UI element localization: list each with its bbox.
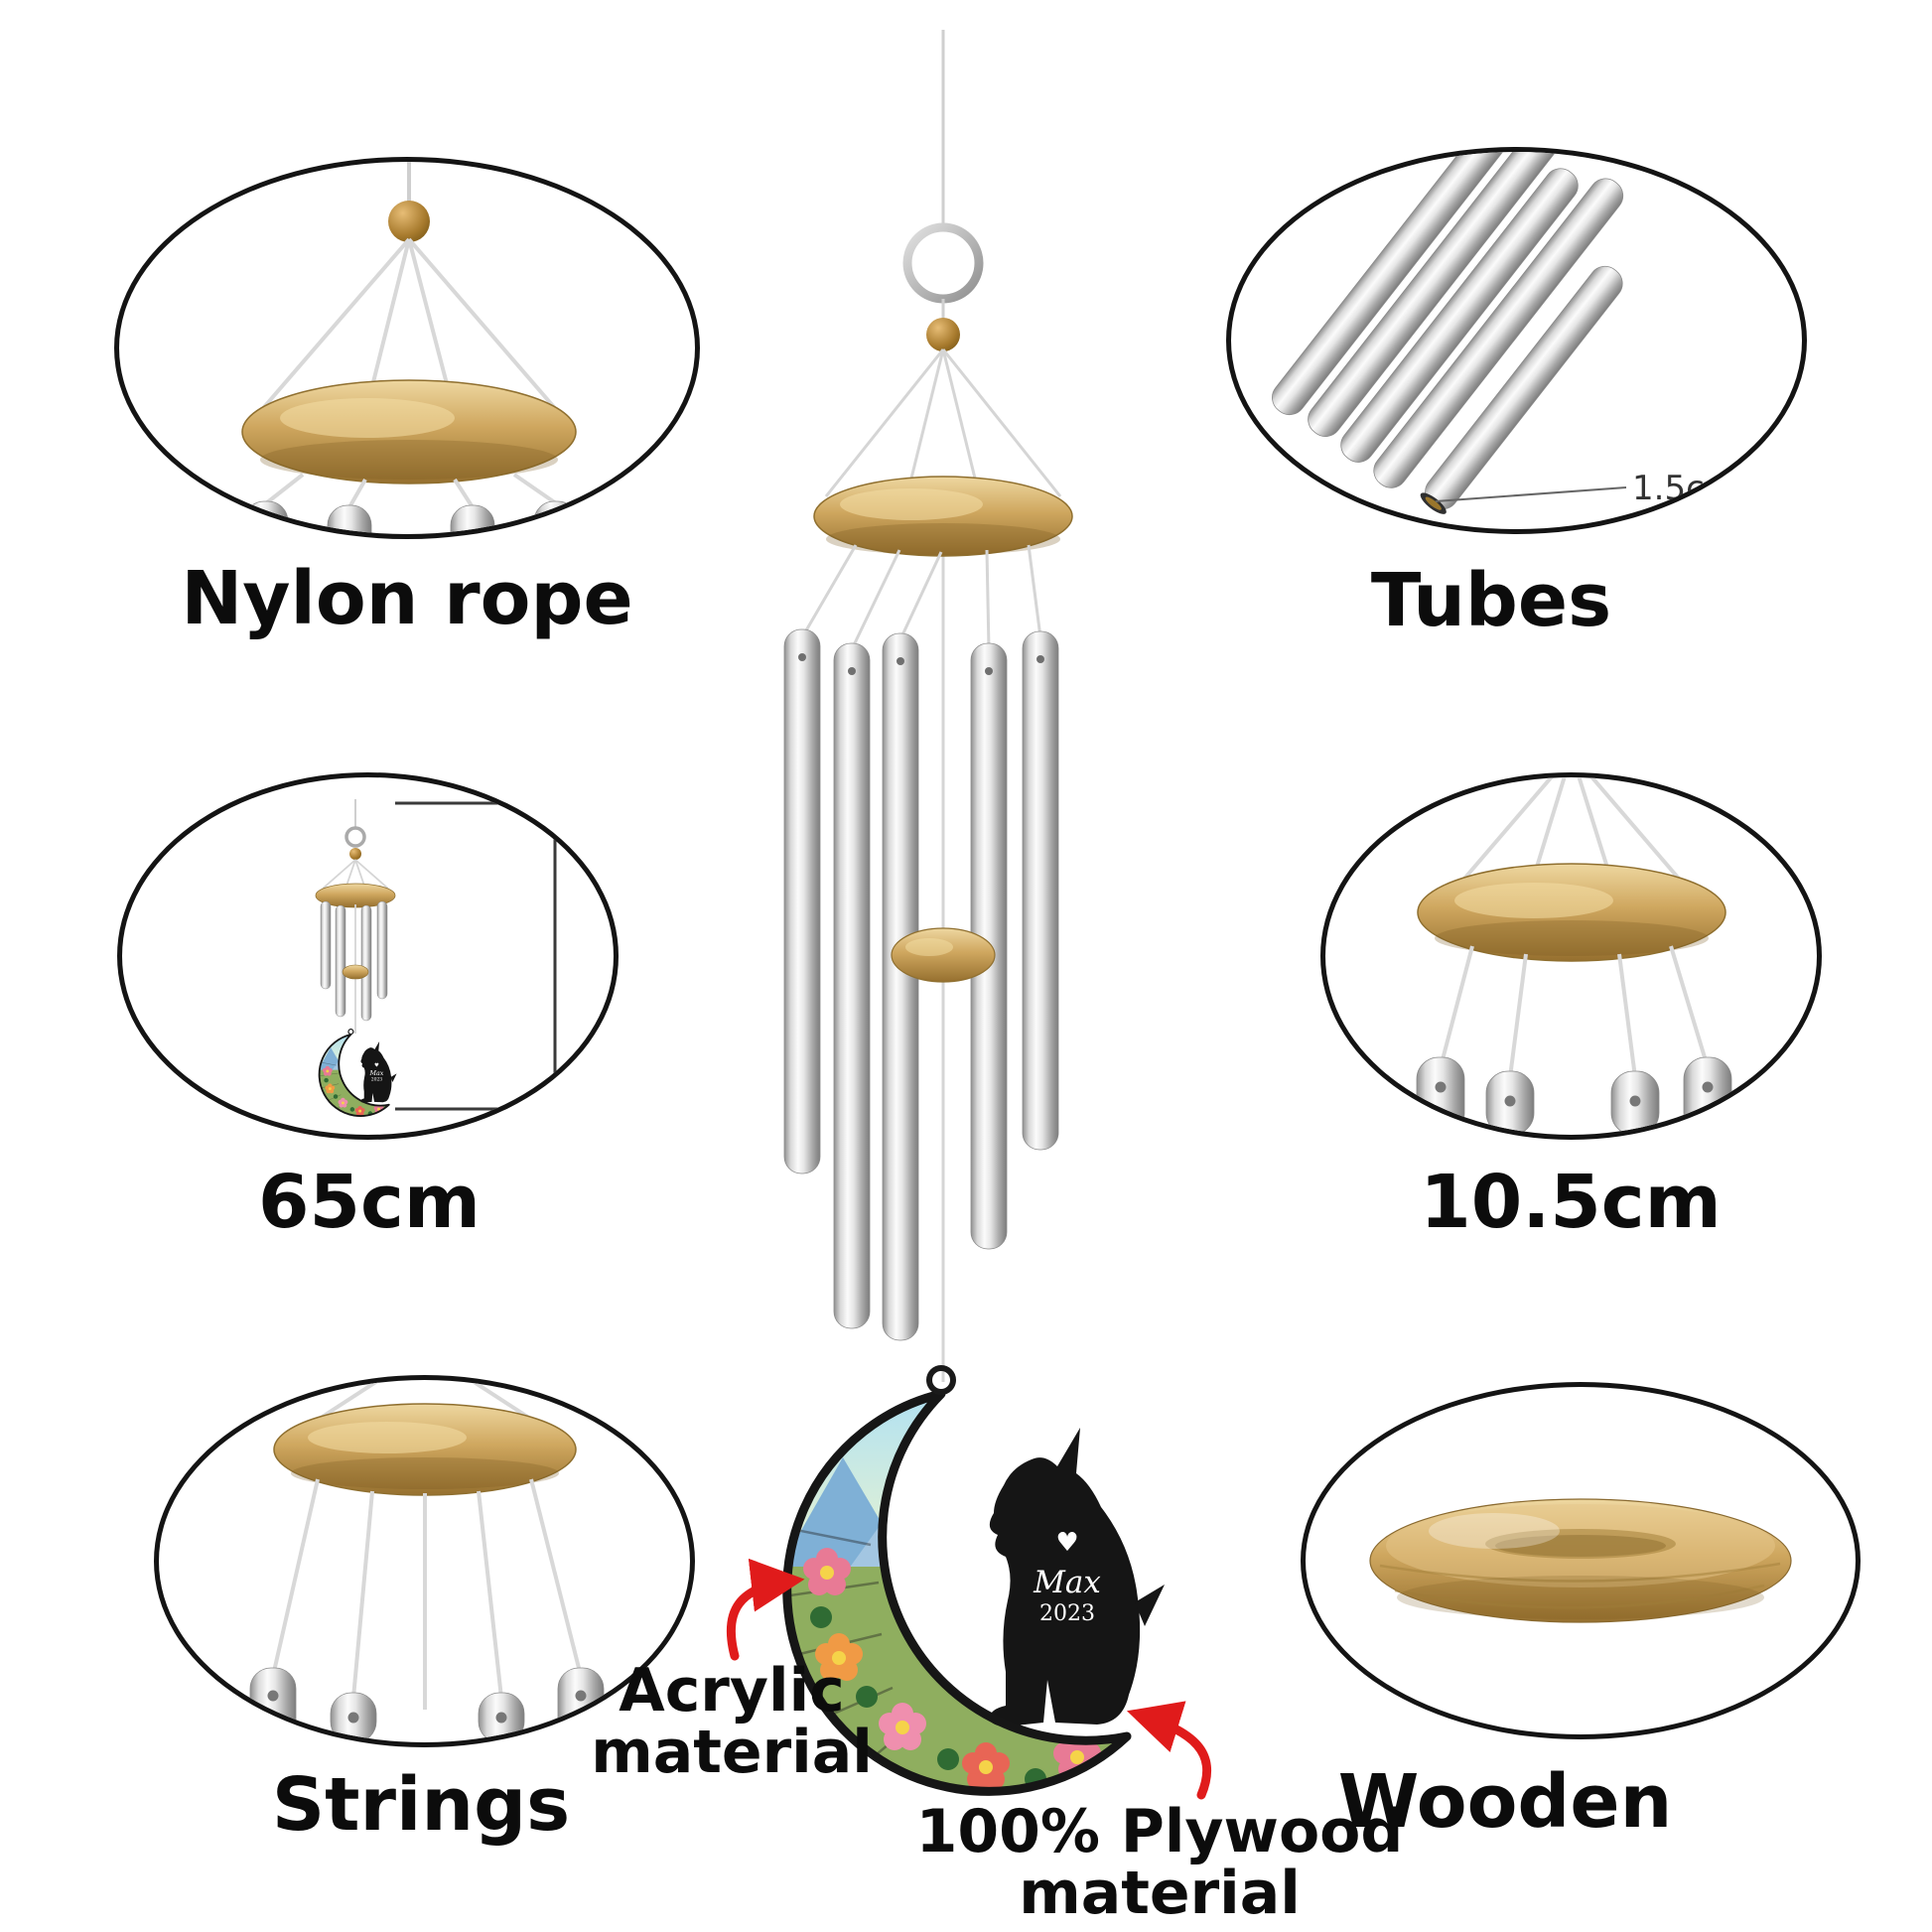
acrylic-arrow (726, 1558, 805, 1661)
callout-tubes: 1.5cm (1226, 147, 1807, 534)
tubes-closeup: 1.5cm (1272, 152, 1737, 514)
nylon-rope-closeup (241, 162, 579, 534)
wind-chime-illustration (726, 30, 1211, 1837)
callout-nylon-rope (114, 157, 700, 539)
clapper-disc (342, 964, 369, 980)
wooden-bead (926, 318, 960, 351)
callout-wooden (1301, 1382, 1861, 1739)
tubes-label: Tubes (1370, 558, 1612, 643)
tube-diameter-label: 1.5cm (1632, 469, 1737, 508)
wood-grain (1379, 1562, 1781, 1583)
chime-tube (1022, 630, 1059, 1151)
top-ring-closeup (1416, 777, 1732, 1135)
top-ring-size-label: 10.5cm (1420, 1160, 1722, 1245)
plywood-arrow (1126, 1701, 1211, 1800)
callout-top-ring (1320, 772, 1822, 1140)
callout-strings (154, 1375, 695, 1747)
nylon-rope-label: Nylon rope (181, 556, 633, 641)
plywood-material-label-line1: 100% Plywood (915, 1797, 1404, 1866)
chime-tube (833, 642, 871, 1329)
callout-length (117, 772, 619, 1140)
wooden-bead (388, 201, 430, 242)
chime-tube (882, 632, 919, 1341)
length-label: 65cm (258, 1160, 481, 1245)
length-closeup (122, 799, 567, 1135)
acrylic-material-label-line2: material (591, 1718, 873, 1787)
diameter-callout-line (1435, 486, 1627, 502)
plywood-material-label-line2: material (1019, 1859, 1301, 1928)
wooden-closeup (1369, 1498, 1792, 1623)
wooden-bead (349, 848, 361, 860)
hanging-ring (902, 222, 984, 304)
chime-tube (783, 628, 821, 1174)
clapper-disc (891, 927, 996, 983)
hanging-ring (345, 826, 366, 848)
acrylic-material-label-line1: Acrylic (619, 1656, 845, 1725)
strings-label: Strings (271, 1762, 571, 1848)
strings-closeup (249, 1380, 605, 1742)
wooden-label: Wooden (1337, 1759, 1673, 1845)
wood-grain (1394, 1584, 1765, 1609)
